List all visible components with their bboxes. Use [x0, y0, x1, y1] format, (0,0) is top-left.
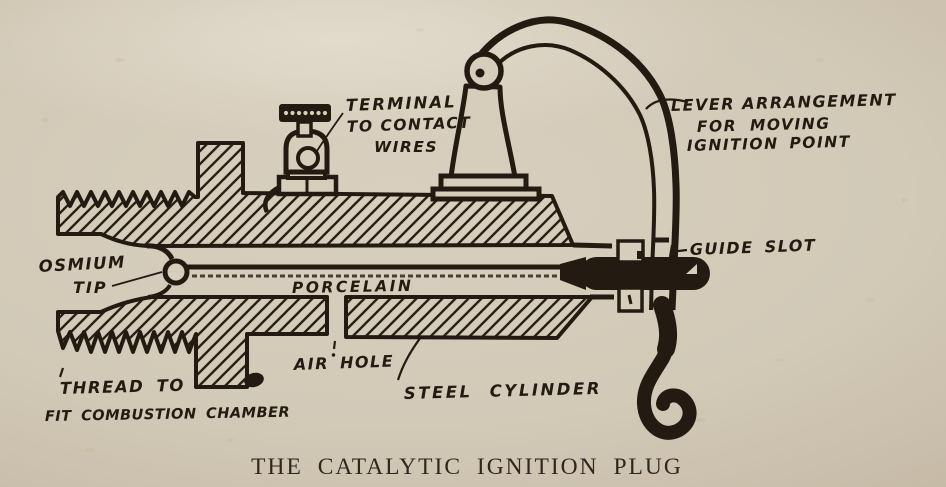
- leader-thread: [58, 367, 65, 378]
- osmium-tip: [146, 243, 190, 299]
- leader-lines: [58, 98, 689, 381]
- leader-air-hole: [332, 340, 337, 350]
- label-thread-line1: THREAD TO: [60, 376, 186, 398]
- label-lever-line2: FOR MOVING: [697, 115, 831, 136]
- label-osmium-line2: TIP: [73, 278, 108, 297]
- label-terminal-line2: TO CONTACT: [347, 114, 472, 136]
- pivot-post: [430, 51, 542, 202]
- lever-handle: [636, 296, 697, 440]
- label-terminal-line1: TERMINAL: [345, 92, 456, 115]
- ink-smudge: [244, 372, 264, 388]
- leader-steel: [396, 336, 422, 381]
- label-porcelain: PORCELAIN: [292, 277, 414, 297]
- steel-cylinder-bottom-left-section: [56, 295, 329, 389]
- label-lever-line3: IGNITION POINT: [687, 133, 851, 155]
- leader-lever: [645, 98, 689, 110]
- label-thread-line2: FIT COMBUSTION CHAMBER: [45, 405, 291, 425]
- lever-arm: [476, 16, 680, 311]
- guide-slot-bracket: [616, 239, 645, 313]
- label-air-hole: AIR HOLE: [291, 352, 394, 375]
- leader-osmium: [111, 271, 163, 287]
- terminal-assembly: [263, 104, 339, 214]
- label-guide-slot: GUIDE SLOT: [689, 236, 816, 259]
- label-terminal-line3: WIRES: [374, 138, 438, 156]
- terminal-eye: [296, 146, 320, 170]
- label-steel-cylinder: STEEL CYLINDER: [404, 379, 603, 403]
- figure-caption: THE CATALYTIC IGNITION PLUG: [251, 454, 683, 480]
- ignition-point-tip: [560, 257, 710, 290]
- leader-terminal: [314, 112, 344, 155]
- steel-cylinder-bottom-right-section: [344, 295, 594, 340]
- leader-guide-slot: [669, 248, 688, 254]
- porcelain-tube-outline: [572, 242, 614, 300]
- conductor-rod: [185, 264, 572, 278]
- paper-texture: [41, 28, 908, 462]
- label-lever-line1: LEVER ARRANGEMENT: [671, 90, 897, 115]
- label-osmium-line1: OSMIUM: [38, 252, 126, 276]
